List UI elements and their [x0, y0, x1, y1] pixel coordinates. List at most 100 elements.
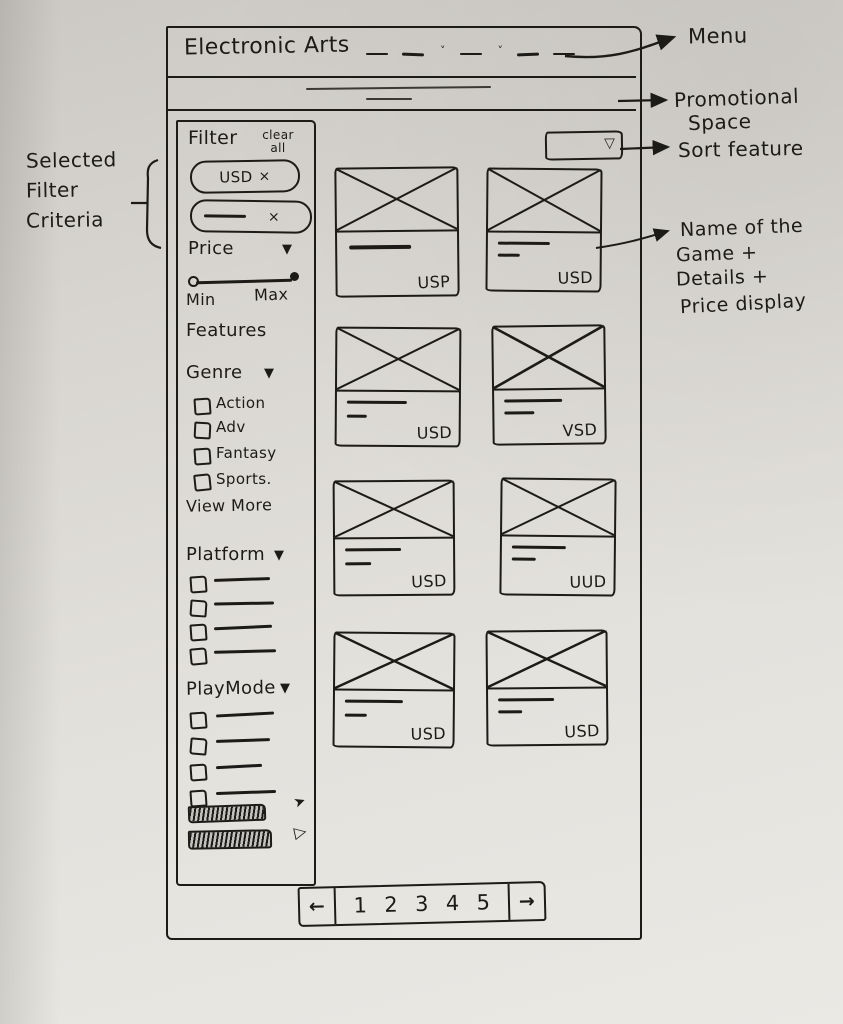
chevron-down-icon[interactable]: ▼: [264, 366, 274, 381]
chevron-down-icon[interactable]: ▼: [274, 548, 284, 563]
annotation-card-line2: Game +: [675, 241, 758, 267]
promo-placeholder-line: [305, 86, 492, 91]
game-card[interactable]: USD: [485, 629, 609, 747]
game-card[interactable]: USD: [332, 479, 456, 597]
price-section-label[interactable]: Price: [188, 238, 234, 259]
pagination-prev-button[interactable]: ←: [299, 888, 337, 925]
price-label: USD: [410, 571, 447, 592]
filter-chip-blank[interactable]: ×: [189, 199, 313, 234]
checkbox-icon[interactable]: [189, 623, 208, 642]
checkbox-icon[interactable]: [189, 575, 208, 594]
game-card[interactable]: USP: [334, 166, 460, 298]
platform-option-line[interactable]: [213, 624, 273, 630]
playmode-option-line[interactable]: [215, 763, 263, 769]
page-number[interactable]: 5: [476, 890, 491, 915]
page-number[interactable]: 4: [445, 891, 460, 916]
annotation-selected-line3: Criteria: [25, 207, 105, 233]
game-detail-line: [345, 562, 372, 565]
pagination-next-button[interactable]: →: [507, 883, 545, 920]
game-image-placeholder: [486, 630, 608, 690]
price-label: USD: [563, 720, 600, 742]
sort-dropdown-icon[interactable]: ▽: [604, 135, 616, 152]
game-title-line: [344, 699, 403, 703]
sidebar-action-bar[interactable]: [187, 803, 267, 824]
price-label: USP: [417, 271, 451, 293]
promo-placeholder-line: [366, 98, 412, 101]
wireframe-frame: [166, 26, 642, 940]
checkbox-icon[interactable]: [189, 763, 208, 782]
game-detail-line: [511, 557, 536, 561]
platform-option-line[interactable]: [213, 649, 277, 654]
menu-item[interactable]: [553, 52, 575, 56]
price-label: VSD: [562, 419, 598, 441]
menu-item[interactable]: [366, 52, 388, 56]
checkbox-icon[interactable]: [189, 737, 208, 756]
menu-item[interactable]: [401, 52, 425, 56]
game-detail-line: [498, 710, 523, 714]
filter-title: Filter: [188, 127, 238, 149]
clear-all-link[interactable]: clear all: [262, 128, 294, 156]
checkbox-icon[interactable]: [189, 711, 208, 730]
slider-handle-min[interactable]: [188, 276, 199, 287]
annotation-promo-line1: Promotional: [673, 83, 800, 113]
checkbox-icon[interactable]: [193, 421, 212, 440]
chip-label: USD: [219, 167, 253, 186]
price-label: UUD: [569, 571, 607, 592]
page-number[interactable]: 1: [353, 893, 368, 918]
platform-option-line[interactable]: [213, 601, 275, 606]
playmode-option-line[interactable]: [215, 738, 271, 743]
annotation-menu: Menu: [687, 23, 748, 49]
chevron-down-icon: ˅: [440, 44, 446, 57]
game-title-line: [511, 545, 566, 549]
game-card[interactable]: UUD: [499, 477, 617, 597]
checkbox-icon[interactable]: [189, 647, 208, 666]
annotation-card-line3: Details +: [675, 265, 769, 291]
platform-option-line[interactable]: [213, 577, 271, 582]
page-number[interactable]: 3: [414, 891, 430, 917]
menu-item[interactable]: [459, 52, 482, 56]
genre-option-label: Fantasy: [216, 444, 277, 462]
game-image-placeholder: [335, 327, 461, 393]
annotation-selected-line1: Selected: [25, 147, 117, 173]
checkbox-icon[interactable]: [193, 397, 212, 416]
close-icon[interactable]: ×: [267, 208, 281, 225]
genre-section-label[interactable]: Genre: [186, 362, 243, 383]
playmode-section-label[interactable]: PlayMode: [185, 677, 276, 700]
pagination-pages: 1 2 3 4 5: [336, 884, 509, 924]
header-bar: Electronic Arts ˅ ˅: [168, 28, 636, 78]
checkbox-icon[interactable]: [189, 599, 208, 618]
arrow-right-outline-icon[interactable]: ▷: [292, 820, 309, 843]
genre-option-label: Adv: [216, 418, 246, 436]
game-detail-line: [346, 414, 367, 418]
checkbox-icon[interactable]: [193, 447, 212, 466]
game-title-line: [346, 400, 407, 404]
promo-space[interactable]: [168, 76, 636, 111]
checkbox-icon[interactable]: [193, 473, 212, 492]
price-slider-track[interactable]: [195, 278, 293, 284]
features-section-label[interactable]: Features: [186, 320, 267, 341]
page-number[interactable]: 2: [384, 892, 399, 917]
chip-placeholder-line: [203, 214, 247, 218]
game-card[interactable]: USD: [485, 167, 603, 293]
game-card[interactable]: USD: [334, 326, 462, 448]
menu-item[interactable]: [516, 52, 540, 56]
chevron-down-icon[interactable]: ▼: [280, 681, 290, 696]
filter-chip-usd[interactable]: USD ×: [189, 159, 301, 194]
price-label: USD: [409, 723, 446, 744]
view-more-link[interactable]: View More: [185, 495, 273, 516]
platform-section-label[interactable]: Platform: [186, 544, 266, 565]
main-menu: ˅ ˅: [366, 45, 575, 56]
selected-filter-bracket: [131, 158, 162, 250]
game-card[interactable]: VSD: [491, 324, 607, 446]
close-icon[interactable]: ×: [258, 168, 271, 185]
playmode-option-line[interactable]: [215, 711, 275, 718]
slider-handle-max[interactable]: [290, 272, 299, 281]
arrow-right-filled-icon[interactable]: ➤: [291, 792, 309, 812]
funnel-icon[interactable]: ▼: [282, 242, 292, 257]
sort-dropdown[interactable]: ▽: [544, 130, 624, 161]
sidebar-action-bar[interactable]: [187, 829, 273, 850]
game-card[interactable]: USD: [332, 631, 456, 749]
slider-min-label: Min: [186, 290, 216, 309]
playmode-option-line[interactable]: [215, 789, 277, 795]
brand-logo[interactable]: Electronic Arts: [183, 32, 350, 61]
